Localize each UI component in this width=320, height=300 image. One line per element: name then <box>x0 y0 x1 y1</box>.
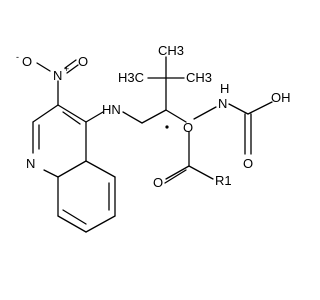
radical-dot <box>165 125 169 129</box>
benzo-ring <box>57 160 116 233</box>
oxygen-minus-label: O <box>22 54 32 69</box>
nitro-oxygen-label: O <box>78 54 88 69</box>
carbamate-carbonyl-oxygen-label: O <box>243 156 253 171</box>
tert-butyl-group <box>147 56 185 111</box>
ester-oxygen-label: O <box>183 120 193 135</box>
r1-group-label: R1 <box>215 173 232 188</box>
carbamate-oh-label: OH <box>271 90 291 105</box>
negative-charge-label: - <box>16 52 19 62</box>
methyl-top-label: CH3 <box>158 43 184 58</box>
methyl-right-label: CH3 <box>186 70 212 85</box>
ester-carbamate-chain <box>164 101 273 184</box>
chemical-structure-diagram: O - N + O HN N O H N OH O O R1 CH3 H3C C… <box>16 43 291 233</box>
positive-charge-label: + <box>64 64 69 74</box>
nitro-nitrogen-label: N <box>53 68 62 83</box>
quinoline-nitrogen-label: N <box>26 156 35 171</box>
acyl-carbonyl-oxygen-label: O <box>153 175 163 190</box>
amine-linker <box>85 109 167 124</box>
carbamate-h-label: H <box>220 81 229 96</box>
methyl-left-label: H3C <box>118 70 144 85</box>
pyridine-ring <box>32 104 87 178</box>
nitro-group <box>36 59 79 106</box>
carbamate-nitrogen-label: N <box>218 96 227 111</box>
amine-nh-label: HN <box>102 102 121 117</box>
